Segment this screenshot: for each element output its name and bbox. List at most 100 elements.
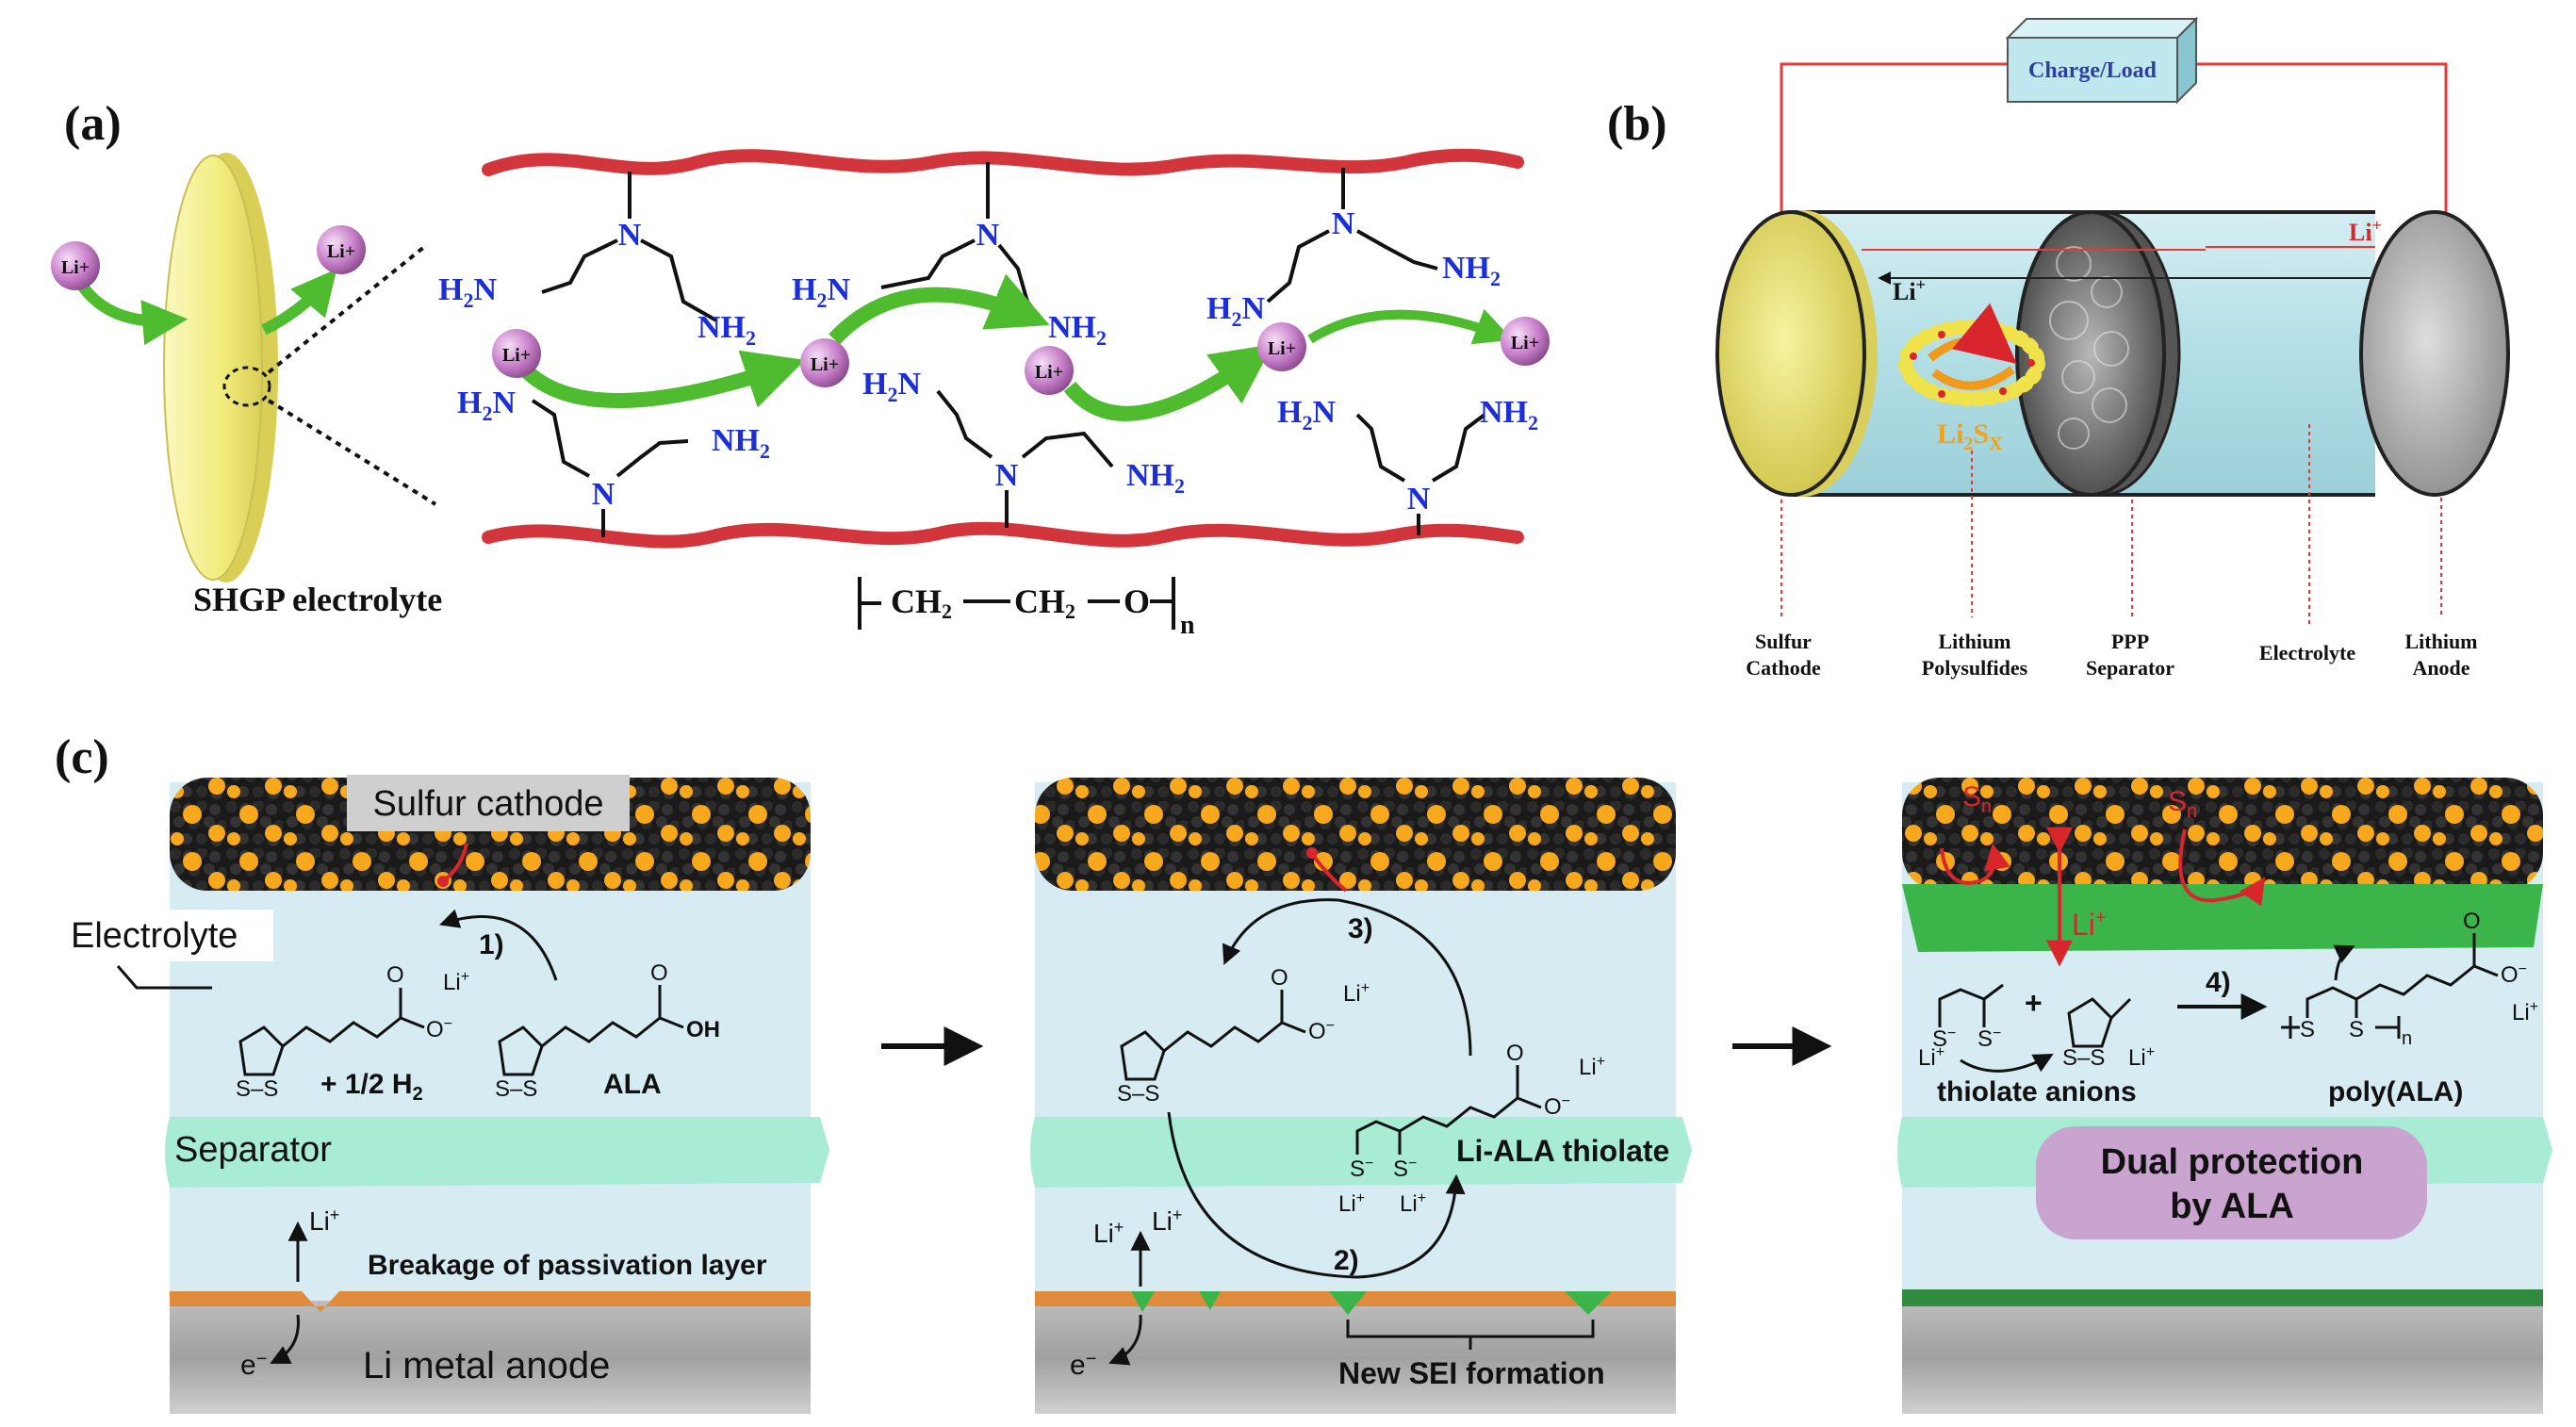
- svg-text:Sn: Sn: [2168, 786, 2197, 822]
- svg-text:O−: O−: [1544, 1093, 1570, 1120]
- svg-text:CH2: CH2: [891, 582, 952, 623]
- svg-text:Li+: Li+: [1152, 1206, 1182, 1236]
- li-hop-arrow: [829, 273, 1050, 345]
- polysulfide-ring: [1898, 303, 2045, 406]
- li-ion: Li+: [51, 241, 100, 290]
- ala-structure: [498, 985, 684, 1076]
- svg-text:O−: O−: [1308, 1018, 1335, 1044]
- svg-text:S−: S−: [1393, 1156, 1417, 1182]
- svg-text:Li+: Li+: [1400, 1190, 1426, 1217]
- amine-n: N: [592, 477, 615, 512]
- svg-text:Li+: Li+: [1338, 1190, 1365, 1217]
- svg-text:S−: S−: [1977, 1025, 2001, 1052]
- amine-labels: N N N N N N H2N H2N H2N H2N H2N H2N NH2 …: [438, 206, 1538, 517]
- amine-h2n: H2N: [792, 272, 850, 312]
- svg-text:e−: e−: [1070, 1349, 1096, 1381]
- svg-text:ALA: ALA: [603, 1069, 662, 1100]
- amine-nh2: NH2: [1480, 395, 1538, 435]
- svg-text:S–S: S–S: [2062, 1045, 2105, 1071]
- svg-text:2): 2): [1334, 1245, 1359, 1276]
- li-plus: Li+: [309, 1206, 339, 1236]
- svg-text:Li+: Li+: [811, 354, 839, 375]
- separator-band: [1030, 1117, 1692, 1188]
- svg-text:Li+: Li+: [1343, 980, 1370, 1007]
- svg-text:Li+: Li+: [1093, 1218, 1124, 1248]
- li-ion: Li+: [1257, 322, 1306, 371]
- amine-nh2: NH2: [712, 423, 770, 463]
- panel-a: (a) Li+ Li+ SHGP electrolyte: [51, 97, 1550, 640]
- amine-bonds: [531, 162, 1486, 537]
- amine-n: N: [618, 218, 642, 253]
- svg-text:CH2: CH2: [1014, 582, 1075, 623]
- svg-text:O−: O−: [426, 1016, 452, 1042]
- li-ion: Li+: [1501, 317, 1550, 366]
- svg-text:Li+: Li+: [1511, 333, 1539, 353]
- svg-text:Li+: Li+: [2072, 908, 2107, 942]
- panel-c-step3: Sn Sn Li+ S− S− + S–S Li+ Li+ thiolate a…: [1897, 778, 2552, 1414]
- sulfur-cathode-label-box: [347, 775, 630, 831]
- svg-text:4): 4): [2206, 967, 2231, 998]
- svg-text:Li+: Li+: [502, 345, 531, 366]
- svg-text:S−: S−: [1350, 1156, 1373, 1182]
- amine-nh2: NH2: [1442, 251, 1501, 290]
- separator-band: [165, 1117, 829, 1188]
- electrolyte-label: Electrolyte: [71, 916, 238, 956]
- amine-nh2: NH2: [697, 310, 756, 350]
- electrolyte-label-bg: [57, 910, 273, 961]
- svg-text:Li+: Li+: [443, 969, 469, 995]
- electrolyte-disk: [163, 155, 263, 581]
- svg-text:Li+: Li+: [2512, 999, 2538, 1025]
- svg-text:3): 3): [1348, 913, 1373, 944]
- li-ala-thiolate-label: Li-ALA thiolate: [1456, 1134, 1669, 1168]
- svg-text:O: O: [1271, 965, 1288, 991]
- charge-load-box: Charge/Load: [2005, 16, 2199, 105]
- anode-label: Li metal anode: [363, 1345, 610, 1386]
- svg-text:O: O: [1506, 1041, 1524, 1066]
- circuit-wire-left: [1780, 62, 2017, 226]
- li-hop-arrow: [1063, 344, 1273, 421]
- svg-text:Li+: Li+: [61, 257, 90, 278]
- li-transport-arrow-in: [75, 279, 189, 346]
- li-hop-arrow: [517, 350, 806, 408]
- amine-nh2: NH2: [1048, 310, 1107, 350]
- li-hop-arrow: [1307, 308, 1513, 345]
- svg-text:Li+: Li+: [1918, 1044, 1944, 1071]
- svg-text:Li+: Li+: [327, 241, 355, 262]
- charge-load-label: Charge/Load: [2028, 58, 2158, 83]
- ppp-separator-disk: [2015, 210, 2166, 497]
- svg-text:Sn: Sn: [1962, 781, 1992, 817]
- svg-text:n: n: [1180, 611, 1195, 640]
- zoom-region-circle: [222, 366, 271, 407]
- svg-text:S: S: [2349, 1017, 2364, 1042]
- breakage-label: Breakage of passivation layer: [368, 1250, 767, 1281]
- li-ion: Li+: [1025, 346, 1074, 395]
- sulfur-cathode-layer: [170, 778, 811, 891]
- protective-green-layer: [1902, 884, 2543, 952]
- svg-text:S–S: S–S: [495, 1076, 537, 1102]
- amine-nh2: NH2: [1126, 458, 1185, 498]
- dual-protection-box: [2036, 1126, 2427, 1239]
- svg-text:Li+: Li+: [1579, 1054, 1605, 1080]
- amine-n: N: [976, 218, 1000, 253]
- zoom-line-bottom: [267, 399, 437, 506]
- sulfur-cathode-label: Sulfur cathode: [372, 784, 603, 824]
- li-plus-right: Li+: [2349, 216, 2382, 246]
- svg-text:+: +: [2025, 986, 2043, 1020]
- polymer-chain-top: [482, 148, 1524, 176]
- panel-b: (b) Charge/Load Li+: [1607, 16, 2510, 680]
- svg-text:S–S: S–S: [236, 1076, 278, 1102]
- panel-c-label: (c): [55, 730, 109, 784]
- amine-h2n: H2N: [438, 272, 497, 312]
- amine-h2n: H2N: [457, 385, 516, 425]
- anode-metal: [1902, 1301, 2543, 1414]
- dual-protection-label-2: by ALA: [2170, 1187, 2294, 1226]
- svg-text:Li+: Li+: [1268, 338, 1296, 359]
- svg-text:O: O: [650, 960, 668, 986]
- protective-sei-layer: [1902, 1289, 2543, 1306]
- sulfur-cathode-layer: [1035, 778, 1676, 891]
- panel-b-label: (b): [1607, 97, 1667, 151]
- electrolyte-component-label: Electrolyte: [2259, 641, 2355, 664]
